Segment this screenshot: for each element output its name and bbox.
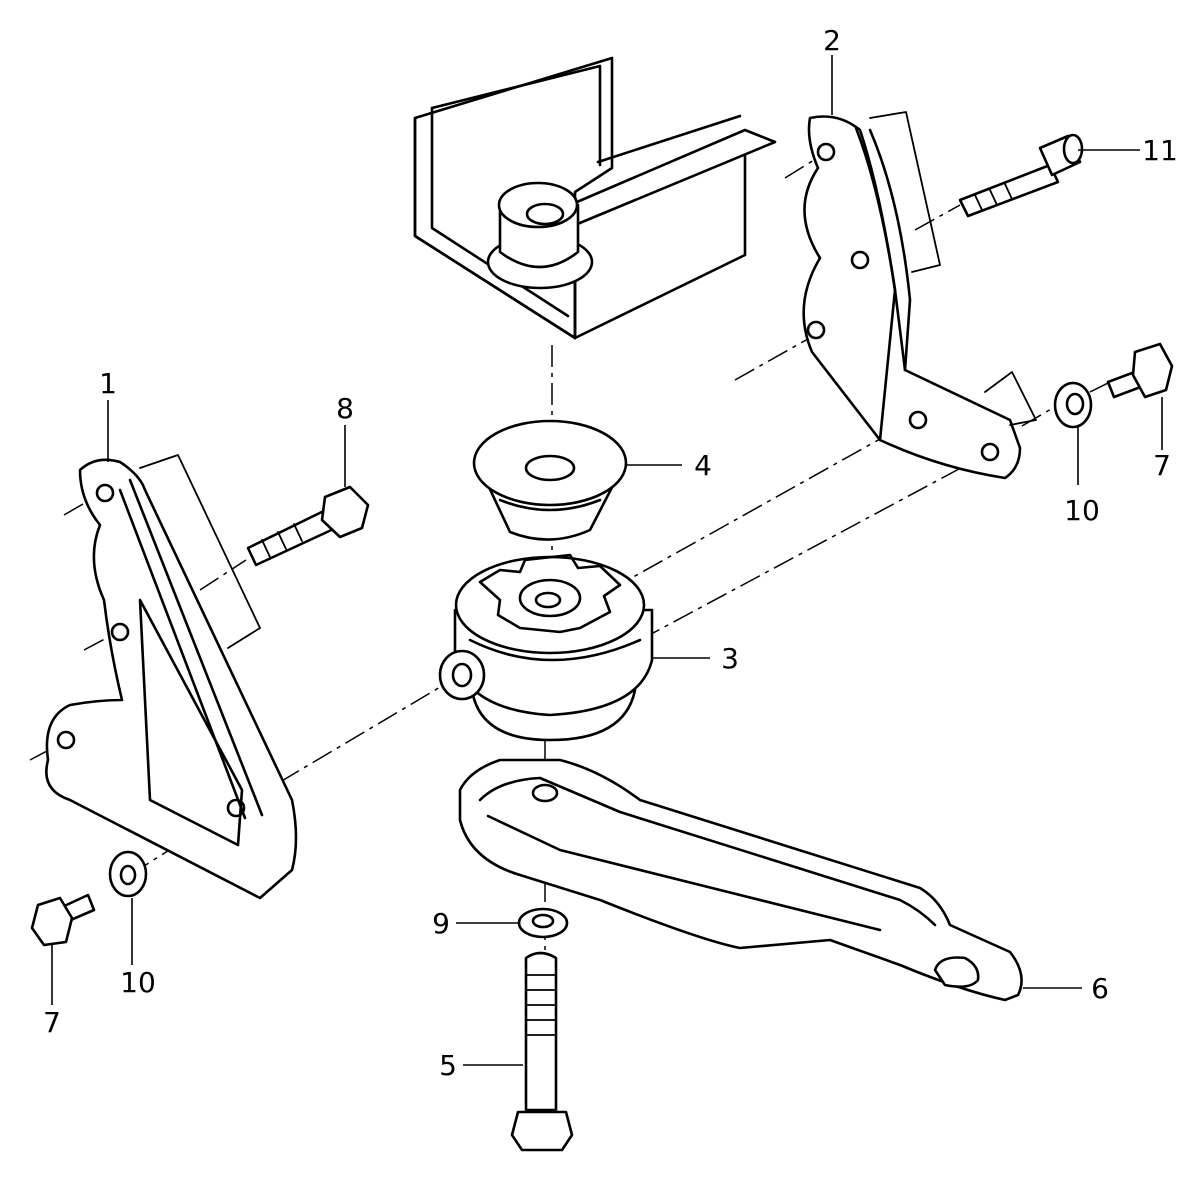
washer-part-10-left [108,850,148,898]
bracket-part-1 [45,454,298,900]
callout-5: 5 [439,1049,457,1082]
callout-7-left: 7 [43,1006,61,1039]
callout-8: 8 [336,392,354,425]
callout-3: 3 [721,642,739,675]
callout-1: 1 [99,367,117,400]
mount-part-3 [438,553,654,742]
washer-part-10-right [1053,381,1093,429]
bracket-part-2 [802,111,1037,480]
callout-labels: 1 2 11 4 3 8 7 10 10 7 9 5 6 [43,24,1178,1082]
plate-part-6 [458,758,1023,1002]
callout-10-left: 10 [120,966,156,999]
callout-2: 2 [823,24,841,57]
bolt-part-7-right [1106,342,1174,399]
bolt-part-8 [246,485,370,567]
callout-10-right: 10 [1064,494,1100,527]
bolt-part-5 [510,951,574,1152]
bolt-part-7-left [30,893,96,947]
callout-6: 6 [1091,972,1109,1005]
callout-11: 11 [1142,134,1178,167]
cap-part-4 [472,419,628,541]
leader-lines [51,55,1163,1066]
washer-part-9 [517,907,569,939]
callout-4: 4 [694,449,712,482]
callout-7-right: 7 [1153,449,1171,482]
upper-channel-bracket [413,56,777,340]
callout-9: 9 [432,907,450,940]
bolt-part-11 [958,133,1084,218]
